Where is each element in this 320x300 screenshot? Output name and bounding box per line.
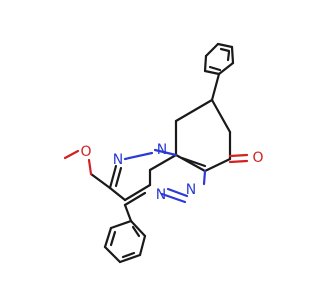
bond-pyrazole-phenyl <box>123 203 133 223</box>
pyrazole-ring <box>108 151 154 207</box>
nitrogen-label-pyrazole: N <box>113 152 123 168</box>
ether-oxygen-label: O <box>80 144 91 160</box>
bond-phenyl-ch <box>210 72 221 102</box>
triazine-ring <box>148 148 207 204</box>
structure-canvas: O O N N N N <box>63 42 264 264</box>
methoxymethyl-group: O <box>63 144 112 190</box>
cyclohexanone-ring <box>174 98 232 173</box>
ketone-oxygen-label: O <box>252 150 263 166</box>
nitrogen-label-triazine-2: N <box>186 182 196 198</box>
ketone-group: O <box>228 150 264 166</box>
nitrogen-label-triazine-1: N <box>156 187 166 203</box>
molecule-drawing: O O N N N N <box>63 42 264 264</box>
bottom-phenyl-ring <box>103 219 147 264</box>
top-phenyl-ring <box>203 42 235 76</box>
nitrogen-label-bridge: N <box>157 142 167 158</box>
